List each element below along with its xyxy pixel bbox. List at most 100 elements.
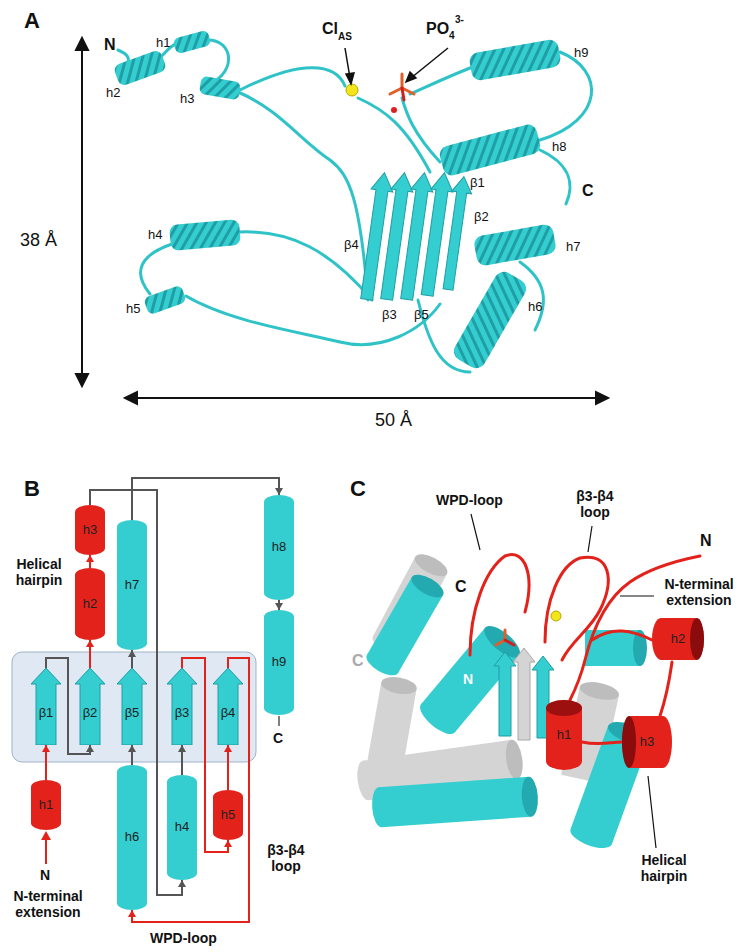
strand-arrow: β2 (75, 668, 105, 745)
connector-line (132, 478, 279, 520)
strand-outline (213, 668, 243, 745)
figure-label: β3-β4 loop (560, 488, 630, 520)
topology-connector (178, 745, 186, 775)
helix-cylinder: h5 (213, 790, 243, 840)
topology-connector (128, 745, 136, 765)
figure-label: N (700, 532, 712, 550)
helix-cylinder: h3 (75, 505, 105, 555)
figure-label: 50 Å (375, 410, 412, 431)
element-label: h4 (175, 820, 189, 834)
cylinder-cap (622, 716, 636, 768)
element-label: h8 (272, 540, 286, 554)
dimension-arrows (76, 38, 608, 404)
element-label: h7 (125, 578, 139, 592)
sheet-strands (494, 648, 554, 740)
leader-lines (471, 514, 656, 848)
chloride-sphere (346, 84, 358, 96)
figure-label: h6 (528, 300, 542, 315)
figure-label: N (40, 867, 50, 883)
element-label: β4 (221, 706, 236, 720)
figure-label: N-terminal extension (4, 888, 92, 920)
connector-line (132, 658, 249, 922)
strand-outline (75, 668, 105, 745)
helix-cylinder: h7 (117, 520, 147, 650)
figure-label: C (273, 730, 283, 746)
figure-label: N-terminal extension (658, 576, 740, 608)
topology-connector (132, 478, 283, 520)
helix-cylinder: h1 (546, 700, 582, 770)
strand-arrow: β1 (31, 668, 61, 745)
arrow-head (275, 603, 283, 610)
figure-label: 38 Å (20, 230, 57, 251)
strand-arrow: β3 (167, 668, 197, 745)
chloride-sphere (551, 611, 561, 621)
water-dot (391, 107, 397, 113)
figure-label: h4 (148, 228, 162, 243)
element-label: β1 (39, 706, 54, 720)
strand-outline (117, 668, 147, 745)
figure-label: h8 (552, 140, 566, 155)
callout-arrows (345, 48, 448, 84)
cylinder-helices (355, 550, 653, 853)
figure-label: β1 (470, 176, 485, 191)
arrow-head (128, 910, 136, 917)
figure-label: PO (426, 20, 449, 38)
strand-outline (167, 668, 197, 745)
helix-cylinder: h2 (652, 618, 704, 660)
helix-cylinder: h8 (264, 495, 294, 600)
topology-connector (224, 745, 232, 790)
element-label: h3 (640, 735, 654, 749)
figure-label: 3- (455, 14, 464, 26)
figure-label: C (582, 182, 594, 200)
arrow-head (224, 840, 232, 847)
arrow-head (224, 745, 232, 752)
topology-connector (42, 745, 50, 780)
element-label: β3 (175, 706, 190, 720)
figure-label: A (24, 8, 40, 33)
figure-label: h3 (180, 92, 194, 107)
ribbon-loops (118, 40, 592, 372)
arrow-head (86, 555, 94, 562)
figure-label: β3 (382, 308, 397, 323)
cylinder-cap (546, 700, 582, 716)
figure-label: β4 (344, 238, 359, 253)
figure-label: C (455, 578, 467, 596)
figure-label: WPD-loop (436, 492, 503, 508)
strand-arrow: β4 (213, 668, 243, 745)
arrow-head (275, 488, 283, 495)
helix-cylinder: h3 (622, 716, 672, 768)
figure-label: C (352, 652, 364, 670)
arrow-head (178, 745, 186, 752)
element-label: h3 (83, 523, 97, 537)
figure-label: h2 (106, 86, 120, 101)
figure-label: β2 (474, 210, 489, 225)
figure-label: β3-β4 loop (256, 842, 316, 874)
figure-label: N (463, 671, 473, 687)
figure-label: h9 (574, 46, 588, 61)
helix-cylinder: h9 (264, 610, 294, 715)
element-label: β5 (125, 706, 140, 720)
element-label: h2 (83, 597, 97, 611)
element-label: h2 (671, 632, 685, 646)
figure-label: β5 (414, 308, 429, 323)
arrow-head (86, 745, 94, 752)
sheet-band (12, 652, 256, 762)
topology-connector (128, 650, 136, 668)
element-label: h9 (272, 655, 286, 669)
arrow-head (42, 745, 50, 752)
figure-label: h5 (126, 302, 140, 317)
figure-label: Helical hairpin (628, 852, 700, 884)
arrow-head (178, 880, 186, 887)
strand-outline (31, 668, 61, 745)
figure-label: h7 (566, 240, 580, 255)
cylinder-cap (690, 618, 704, 660)
figure-label: C (350, 476, 366, 501)
arrow-head (128, 745, 136, 752)
figure-label: Helical hairpin (8, 556, 70, 588)
figure-label: Cl (322, 20, 338, 38)
figure-label: N (104, 36, 116, 54)
figure-label: WPD-loop (150, 930, 217, 946)
